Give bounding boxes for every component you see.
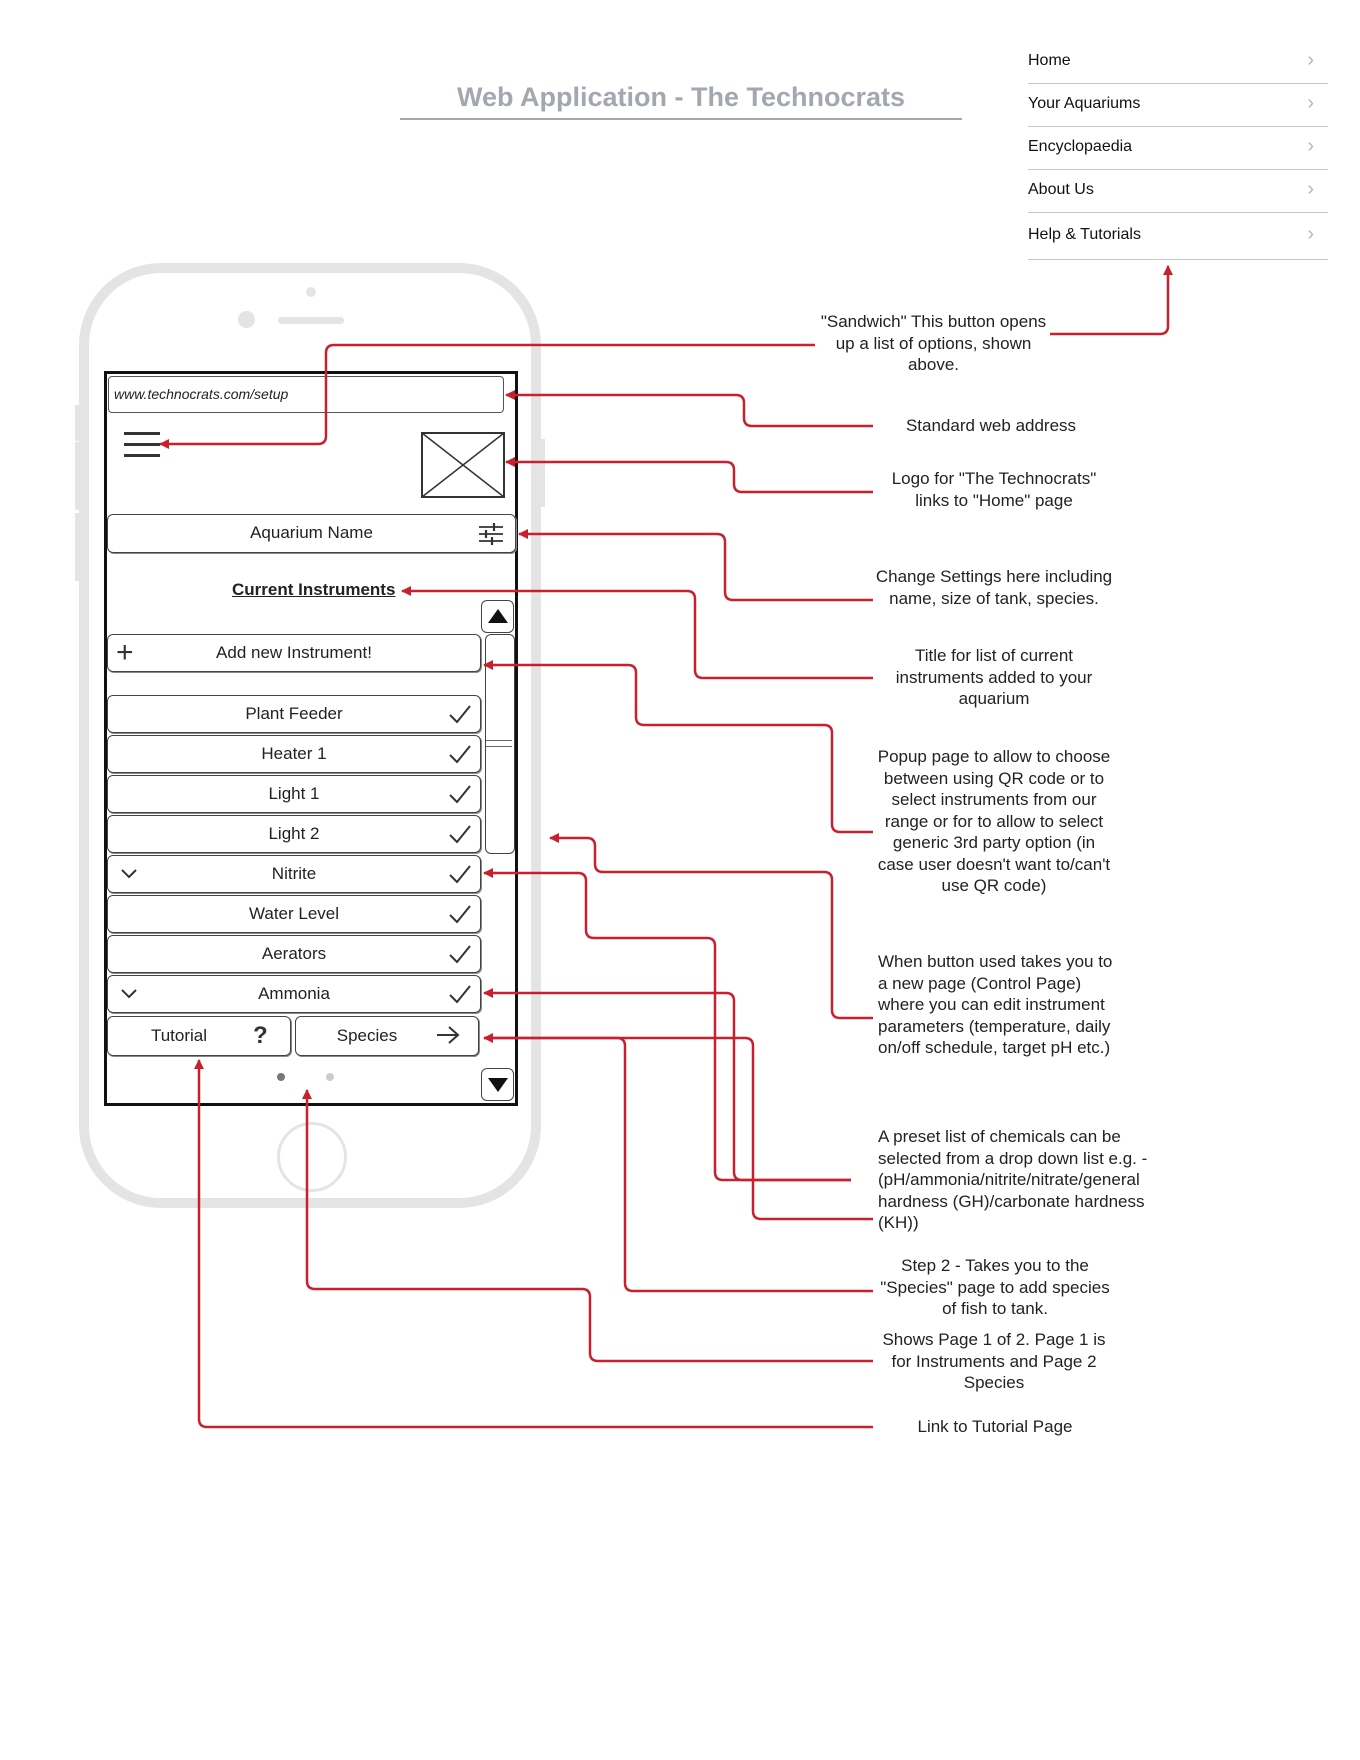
menu-item-your-aquariums[interactable]: Your Aquariums ›	[1028, 83, 1328, 127]
question-mark-icon: ?	[253, 1022, 268, 1049]
page-dot-inactive[interactable]	[326, 1073, 334, 1081]
checkmark-icon	[449, 865, 471, 884]
menu-item-label: Encyclopaedia	[1028, 138, 1133, 155]
instrument-label: Light 1	[268, 784, 320, 803]
chevron-down-icon[interactable]	[120, 867, 138, 879]
phone-side-button	[75, 405, 79, 441]
scroll-grip[interactable]	[486, 740, 512, 747]
instrument-row[interactable]: Ammonia	[107, 975, 481, 1013]
species-label: Species	[336, 1026, 398, 1045]
menu-item-label: About Us	[1028, 181, 1094, 198]
instrument-label: Heater 1	[261, 744, 327, 763]
instrument-row[interactable]: Aerators	[107, 935, 481, 973]
chevron-right-icon: ›	[1307, 49, 1314, 71]
checkmark-icon	[449, 905, 471, 924]
annotation-step2: Step 2 - Takes you to the "Species" page…	[880, 1256, 1110, 1318]
image-placeholder-icon[interactable]	[421, 432, 505, 498]
section-title: Current Instruments	[232, 580, 396, 599]
annotation-settings: Change Settings here including name, siz…	[875, 567, 1113, 608]
menu-item-label: Home	[1028, 52, 1071, 69]
instrument-label: Light 2	[268, 824, 320, 843]
annotation-chemicals: A preset list of chemicals can be select…	[878, 1127, 1148, 1232]
species-button[interactable]: Species	[295, 1016, 479, 1056]
checkmark-icon	[449, 705, 471, 724]
instrument-row[interactable]: Heater 1	[107, 735, 481, 773]
checkmark-icon	[449, 785, 471, 804]
phone-sensor	[306, 287, 316, 297]
checkmark-icon	[449, 825, 471, 844]
instrument-row[interactable]: Light 2	[107, 815, 481, 853]
menu-item-label: Help & Tutorials	[1028, 226, 1141, 243]
annotation-control-page: When button used takes you to a new page…	[878, 952, 1113, 1057]
title-underline	[400, 118, 962, 120]
annotation-tutorial-link: Link to Tutorial Page	[917, 1417, 1073, 1436]
triangle-up-icon	[488, 609, 508, 623]
instrument-label: Nitrite	[271, 864, 317, 883]
annotation-sandwich: "Sandwich" This button opens up a list o…	[820, 312, 1047, 374]
menu-item-home[interactable]: Home ›	[1028, 40, 1328, 84]
hamburger-icon[interactable]	[124, 432, 160, 458]
phone-camera	[238, 311, 255, 328]
add-instrument-button[interactable]: + Add new Instrument!	[107, 634, 481, 672]
instrument-row[interactable]: Water Level	[107, 895, 481, 933]
sliders-icon[interactable]	[479, 523, 503, 545]
chevron-right-icon: ›	[1307, 178, 1314, 200]
checkmark-icon	[449, 985, 471, 1004]
phone-side-button	[541, 439, 545, 507]
instrument-row[interactable]: Light 1	[107, 775, 481, 813]
scroll-up-button[interactable]	[481, 600, 514, 633]
menu-item-encyclopaedia[interactable]: Encyclopaedia ›	[1028, 126, 1328, 170]
arrow-right-icon	[437, 1026, 460, 1044]
phone-side-button	[75, 513, 79, 581]
annotation-pages: Shows Page 1 of 2. Page 1 is for Instrum…	[882, 1330, 1106, 1392]
annotation-web-address: Standard web address	[905, 416, 1077, 435]
page-dot-active[interactable]	[277, 1073, 285, 1081]
url-bar[interactable]: www.technocrats.com/setup	[108, 376, 504, 413]
chevron-down-icon[interactable]	[120, 987, 138, 999]
chevron-right-icon: ›	[1307, 135, 1314, 157]
phone-home-button[interactable]	[277, 1122, 347, 1192]
instrument-row[interactable]: Nitrite	[107, 855, 481, 893]
chevron-right-icon: ›	[1307, 92, 1314, 114]
phone-speaker	[278, 317, 344, 324]
annotation-title-list: Title for list of current instruments ad…	[895, 646, 1093, 708]
tutorial-label: Tutorial	[150, 1026, 208, 1045]
phone-side-button	[75, 442, 79, 510]
instrument-label: Plant Feeder	[245, 704, 343, 723]
annotation-logo: Logo for "The Technocrats" links to "Hom…	[891, 469, 1097, 510]
menu-item-label: Your Aquariums	[1028, 95, 1141, 112]
page-title: Web Application - The Technocrats	[456, 82, 906, 112]
menu-item-about-us[interactable]: About Us ›	[1028, 169, 1328, 213]
aquarium-name-bar[interactable]: Aquarium Name	[107, 514, 516, 553]
annotation-popup: Popup page to allow to choose between us…	[877, 747, 1111, 895]
plus-icon: +	[116, 636, 134, 669]
add-instrument-label: Add new Instrument!	[216, 643, 372, 662]
scroll-down-button[interactable]	[481, 1068, 514, 1101]
checkmark-icon	[449, 945, 471, 964]
instrument-label: Ammonia	[258, 984, 330, 1003]
checkmark-icon	[449, 745, 471, 764]
instrument-label: Aerators	[261, 944, 327, 963]
menu-item-help-tutorials[interactable]: Help & Tutorials ›	[1028, 214, 1328, 260]
chevron-right-icon: ›	[1307, 223, 1314, 245]
aquarium-name-label: Aquarium Name	[250, 523, 373, 542]
instrument-label: Water Level	[248, 904, 340, 923]
url-text: www.technocrats.com/setup	[114, 386, 289, 402]
tutorial-button[interactable]: Tutorial ?	[107, 1016, 291, 1056]
triangle-down-icon	[488, 1078, 508, 1092]
instrument-row[interactable]: Plant Feeder	[107, 695, 481, 733]
